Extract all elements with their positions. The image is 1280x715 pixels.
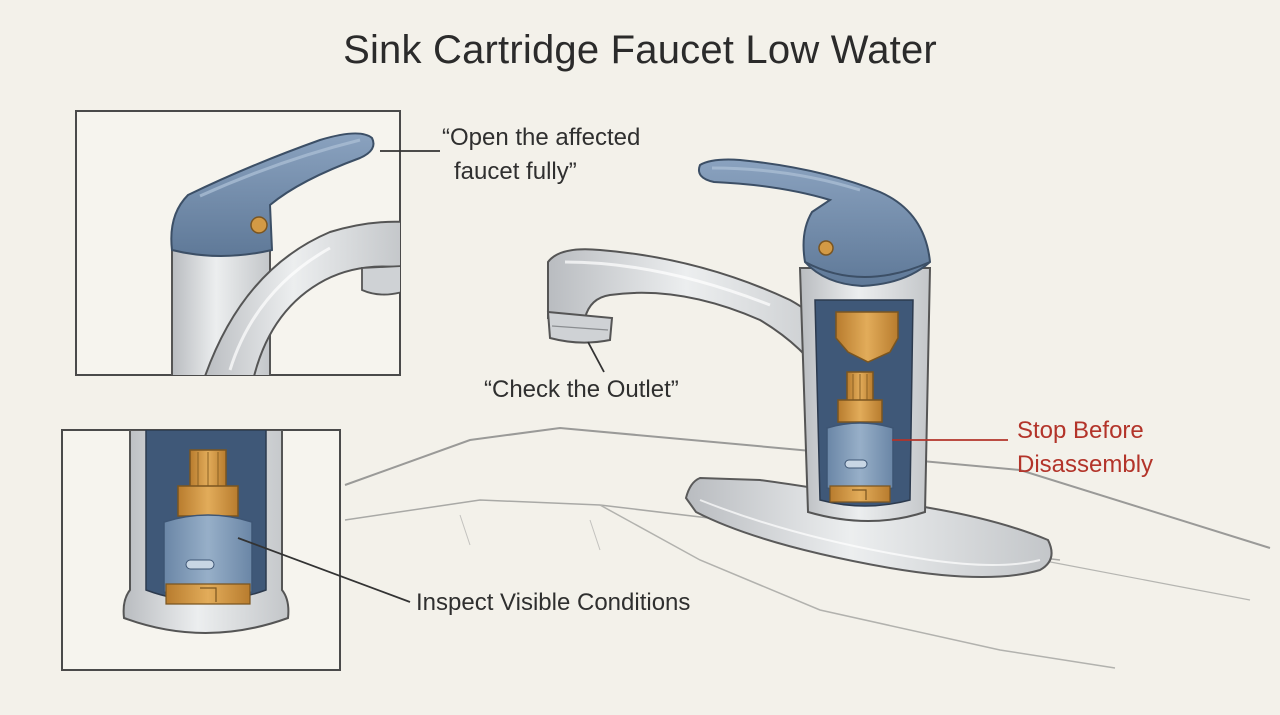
callout-open-faucet-line2: faucet fully” <box>454 158 577 185</box>
callout-stop-before-line2: Disassembly <box>1017 451 1154 478</box>
cartridge-icon <box>826 311 899 503</box>
page-title: Sink Cartridge Faucet Low Water <box>343 28 937 72</box>
callout-open-faucet-line1: “Open the affected <box>442 124 641 151</box>
callout-stop-before-line1: Stop Before <box>1017 417 1144 444</box>
inset-open-faucet <box>75 110 401 376</box>
callout-inspect: Inspect Visible Conditions <box>416 589 691 616</box>
inset-cartridge <box>61 429 341 671</box>
callout-open-faucet: “Open the affected faucet fully” <box>442 121 702 189</box>
faucet-handle-icon <box>698 158 932 288</box>
callout-stop-before: Stop Before Disassembly <box>1017 414 1217 482</box>
callout-check-outlet: “Check the Outlet” <box>484 376 679 403</box>
